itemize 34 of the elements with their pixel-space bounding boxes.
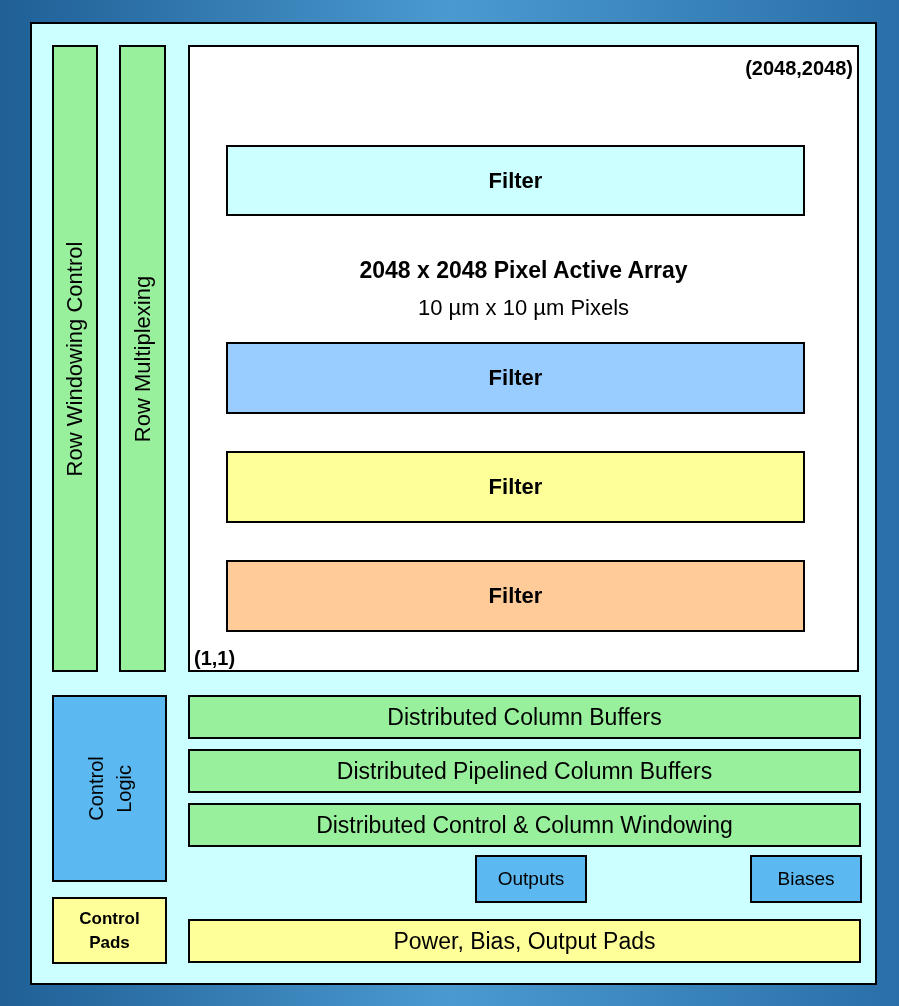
- block-label: Filter: [488, 167, 543, 194]
- block-label: Filter: [488, 365, 543, 391]
- logic-block: [52, 695, 167, 882]
- block-label: Row Multiplexing: [129, 275, 156, 442]
- filter-strip: [226, 342, 805, 414]
- filter-strip: [226, 560, 805, 632]
- pad-block: [52, 897, 167, 964]
- coordinate-label: (1,1): [194, 647, 236, 670]
- array-title: 2048 x 2048 Pixel Active Array: [359, 257, 688, 284]
- block-label: Distributed Control & Column Windowing: [316, 811, 733, 839]
- block-label: Filter: [488, 474, 543, 500]
- block-label: Distributed Pipelined Column Buffers: [336, 757, 713, 785]
- output-block: [475, 855, 587, 903]
- buffer-strip: [188, 749, 861, 793]
- block-label: Outputs: [497, 868, 565, 890]
- block-label: Distributed Column Buffers: [387, 703, 662, 731]
- block-label: Control Pads: [78, 907, 141, 954]
- buffer-strip: [188, 695, 861, 739]
- pad-strip: [188, 919, 861, 963]
- pixel-array: [188, 45, 859, 672]
- block-label: Row Windowing Control: [62, 241, 88, 476]
- coordinate-label: (2048,2048): [745, 57, 853, 80]
- block-label: Power, Bias, Output Pads: [393, 927, 656, 955]
- block-label: Filter: [488, 583, 543, 609]
- block-label: Biases: [777, 868, 835, 890]
- block-label: Control Logic: [83, 755, 136, 823]
- control-strip: [119, 45, 166, 672]
- array-subtitle: 10 µm x 10 µm Pixels: [417, 295, 630, 321]
- filter-strip: [226, 145, 805, 216]
- bias-block: [750, 855, 862, 903]
- control-strip: [52, 45, 98, 672]
- chip-outline: [30, 22, 877, 985]
- buffer-strip: [188, 803, 861, 847]
- filter-strip: [226, 451, 805, 523]
